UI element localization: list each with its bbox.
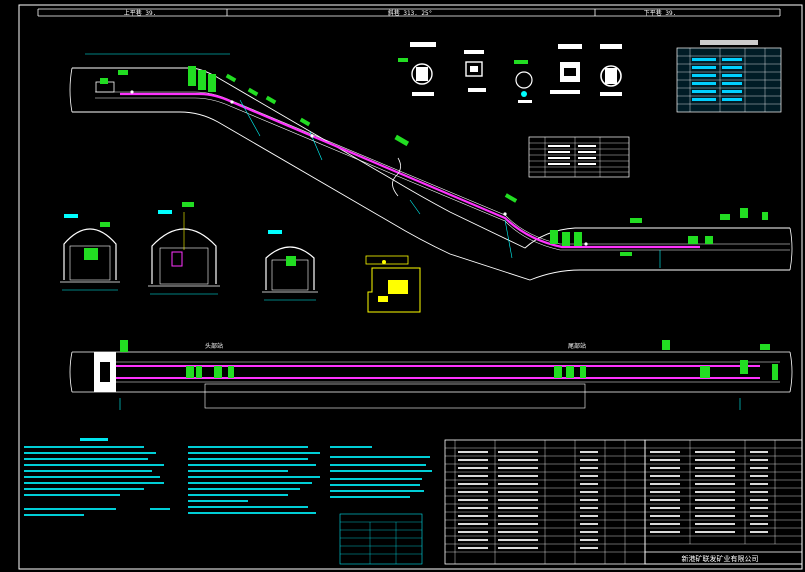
plan-right-station-label: 尾部站: [568, 342, 586, 350]
cross-section-b: [148, 202, 220, 295]
plan-view: 头部站 尾部站: [69, 340, 793, 410]
header-left-label: 上平巷 39.: [124, 9, 156, 17]
plan-left-station-label: 头部站: [205, 342, 223, 350]
rail-line-lower: [95, 97, 790, 251]
equipment-table: [676, 40, 782, 113]
tunnel-bottom-line: [72, 111, 790, 281]
part-detail-4: [550, 44, 582, 94]
parts-list: [444, 439, 646, 565]
winch-motor: [100, 78, 108, 84]
leader-dots-elevation: [130, 90, 588, 246]
haul-rope-elevation: [120, 92, 700, 249]
rail-line-upper: [95, 91, 790, 245]
cross-section-c: [262, 230, 318, 301]
elevation-view: [69, 53, 793, 281]
parameter-table: [528, 136, 630, 178]
title-block-company: 新港矿联发矿业有限公司: [682, 554, 759, 563]
tunnel-top-line: [72, 67, 790, 249]
part-details: [398, 42, 622, 103]
drawing-frame: [18, 4, 803, 570]
part-detail-5: [600, 44, 622, 96]
cross-section-a: [60, 214, 120, 291]
title-block: 新港矿联发矿业有限公司: [644, 439, 803, 565]
callout-detail: [365, 255, 421, 313]
part-detail-3: [514, 60, 533, 103]
part-detail-2: [464, 50, 486, 92]
header-center-label: 斜巷 313. 25°: [388, 9, 433, 17]
equipment-markers-elevation: [118, 66, 768, 256]
dimension-marks-elevation: [85, 53, 661, 268]
technical-notes: [24, 438, 432, 565]
header-right-label: 下平巷 39.: [644, 9, 676, 17]
part-detail-1: [398, 42, 436, 96]
break-mark-right: [789, 227, 793, 271]
break-mark-left: [69, 67, 73, 113]
header-strip: 上平巷 39. 斜巷 313. 25° 下平巷 39.: [37, 8, 781, 17]
break-mark-1: [392, 157, 401, 197]
